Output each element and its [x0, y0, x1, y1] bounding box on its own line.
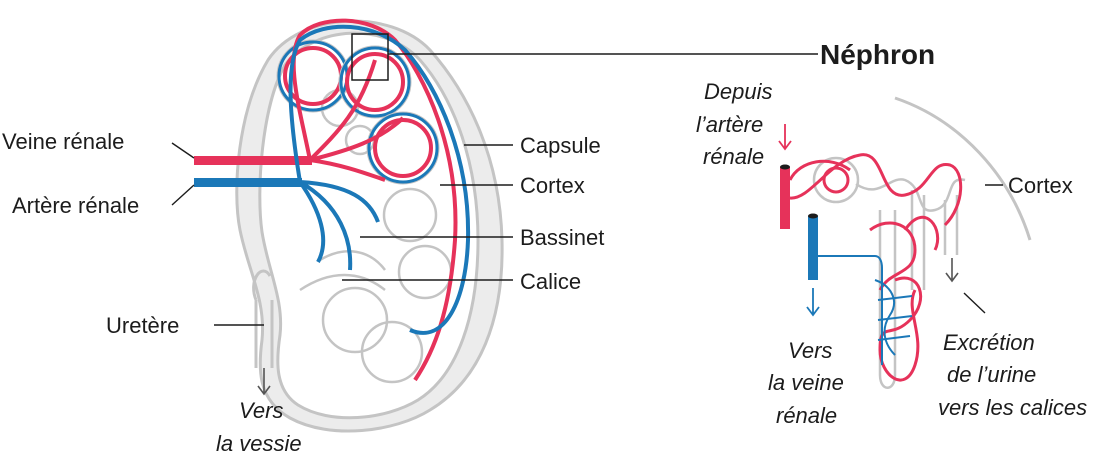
tubules: [856, 179, 965, 387]
label-depuis-2: l’artère: [696, 112, 763, 137]
label-uretere: Uretère: [106, 313, 179, 338]
label-calice: Calice: [520, 269, 581, 294]
label-excretion-1: Excrétion: [943, 330, 1035, 355]
nephron-title: Néphron: [820, 39, 935, 70]
label-vers-vessie-2: la vessie: [216, 431, 302, 456]
arrow-urine-out: [946, 258, 958, 281]
label-capsule: Capsule: [520, 133, 601, 158]
label-nephron-cortex: Cortex: [1008, 173, 1073, 198]
efferent-vessel: [808, 216, 818, 280]
arrow-from-artery: [779, 124, 791, 149]
label-artere-renale: Artère rénale: [12, 193, 139, 218]
label-vers-vessie-1: Vers: [239, 398, 283, 423]
arrow-to-vein: [807, 288, 819, 315]
label-excretion-3: vers les calices: [938, 395, 1087, 420]
label-excretion-2: de l’urine: [947, 362, 1036, 387]
label-depuis-1: Depuis: [704, 79, 772, 104]
label-bassinet: Bassinet: [520, 225, 604, 250]
label-vers-veine-1: Vers: [788, 338, 832, 363]
label-vers-veine-3: rénale: [776, 403, 837, 428]
label-veine-renale: Veine rénale: [2, 129, 124, 154]
kidney: [194, 21, 502, 431]
label-depuis-3: rénale: [703, 144, 764, 169]
label-cortex: Cortex: [520, 173, 585, 198]
label-vers-veine-2: la veine: [768, 370, 844, 395]
afferent-vessel: [780, 167, 790, 229]
